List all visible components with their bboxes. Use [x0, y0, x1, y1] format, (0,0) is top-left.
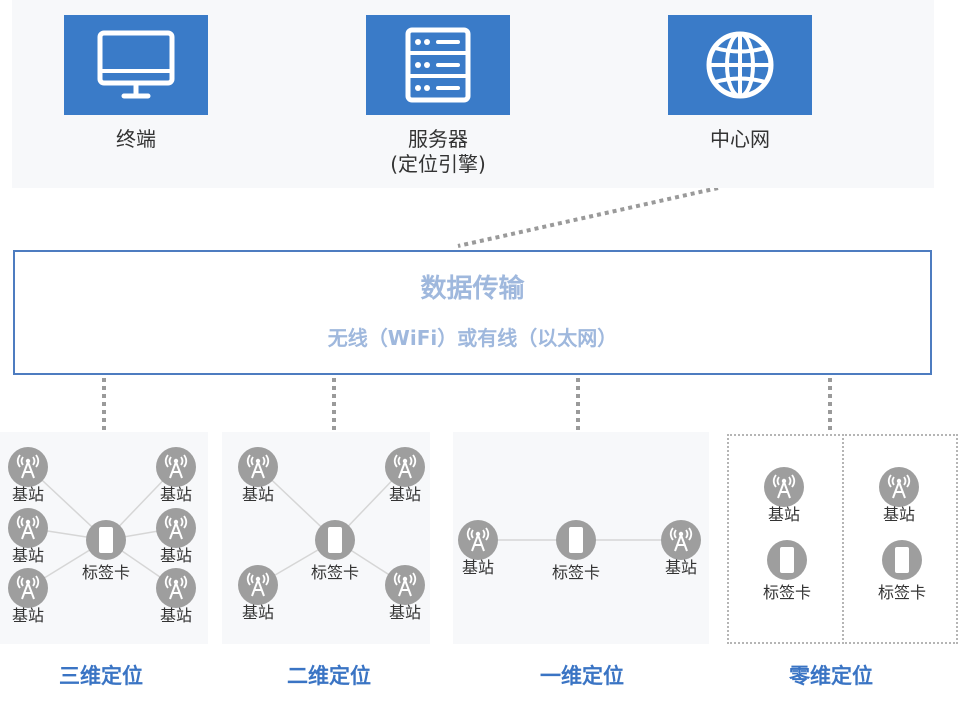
data-transport-box — [13, 250, 932, 375]
antenna-tower-icon — [238, 565, 278, 605]
antenna-tower-icon — [879, 467, 919, 507]
antenna-tower-icon — [8, 508, 48, 548]
base-station-label: 基站 — [461, 558, 494, 577]
group-title-1d: 一维定位 — [540, 664, 624, 688]
server-label: 服务器 — [408, 127, 468, 151]
antenna-tower-icon — [238, 447, 278, 487]
base-station-label: 基站 — [159, 606, 192, 625]
base-station-label: 基站 — [388, 603, 421, 622]
tag-card-label: 标签卡 — [81, 563, 130, 582]
server-tile — [366, 15, 510, 115]
base-station-label: 基站 — [241, 485, 274, 504]
monitor-icon — [97, 30, 175, 99]
antenna-tower-icon — [764, 467, 804, 507]
base-station-label: 基站 — [11, 485, 44, 504]
tag-card-label: 标签卡 — [551, 563, 600, 582]
antenna-tower-icon — [8, 568, 48, 608]
base-station-label: 基站 — [767, 505, 800, 524]
tag-card-icon — [86, 520, 126, 560]
tag-card-label: 标签卡 — [877, 583, 926, 602]
antenna-tower-icon — [385, 565, 425, 605]
base-station-label: 基站 — [11, 546, 44, 565]
base-station-label: 基站 — [159, 546, 192, 565]
tag-card-icon — [315, 520, 355, 560]
antenna-tower-icon — [156, 508, 196, 548]
antenna-tower-icon — [8, 447, 48, 487]
tag-card-label: 标签卡 — [762, 583, 811, 602]
tag-card-icon — [767, 540, 807, 580]
base-station-label: 基站 — [241, 603, 274, 622]
group-title-3d: 三维定位 — [59, 664, 143, 688]
base-station-label: 基站 — [11, 606, 44, 625]
terminal-tile — [64, 15, 208, 115]
antenna-tower-icon — [156, 568, 196, 608]
panel-0d-b — [842, 434, 958, 644]
base-station-label: 基站 — [388, 485, 421, 504]
base-station-label: 基站 — [664, 558, 697, 577]
network-tile — [668, 15, 812, 115]
server-sublabel: (定位引擎) — [390, 152, 486, 176]
tag-card-label: 标签卡 — [310, 563, 359, 582]
group-title-0d: 零维定位 — [789, 664, 873, 688]
antenna-tower-icon — [661, 520, 701, 560]
server-icon — [405, 27, 471, 103]
terminal-label: 终端 — [116, 127, 156, 151]
data-transport-title: 数据传输 — [420, 274, 525, 304]
base-station-label: 基站 — [882, 505, 915, 524]
base-station-label: 基站 — [159, 485, 192, 504]
network-label: 中心网 — [710, 127, 770, 151]
tag-card-icon — [556, 520, 596, 560]
antenna-tower-icon — [385, 447, 425, 487]
data-transport-subtitle: 无线（WiFi）或有线（以太网） — [327, 326, 618, 350]
group-title-2d: 二维定位 — [287, 664, 371, 688]
antenna-tower-icon — [156, 447, 196, 487]
tag-card-icon — [882, 540, 922, 580]
globe-icon — [706, 31, 774, 99]
antenna-tower-icon — [458, 520, 498, 560]
